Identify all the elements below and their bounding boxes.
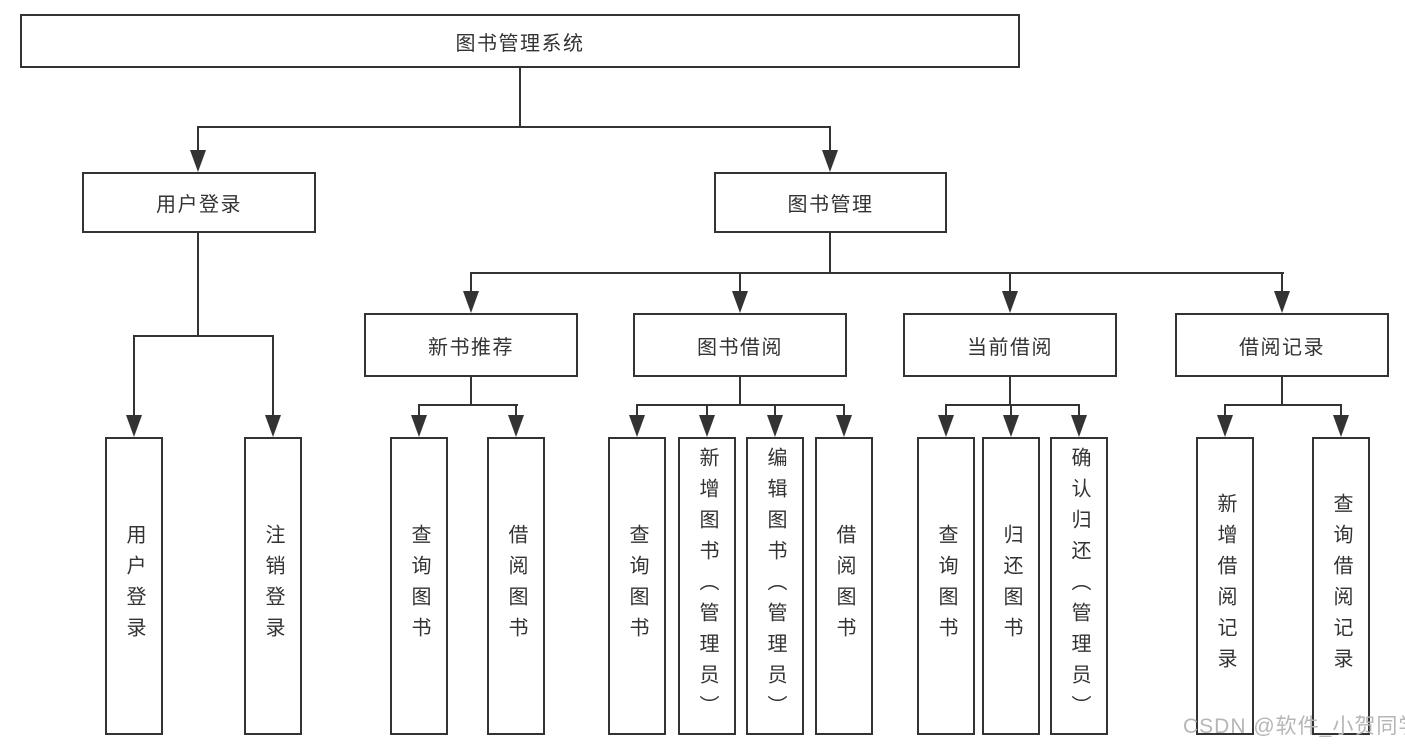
arrow-down-icon bbox=[463, 291, 479, 313]
arrow-down-icon bbox=[836, 415, 852, 437]
node-label: 图书管理系统 bbox=[455, 32, 585, 55]
node-label: 查询图书 bbox=[408, 524, 430, 648]
connector-line bbox=[515, 404, 517, 417]
node-current-borrowing: 当前借阅 bbox=[903, 313, 1117, 377]
arrow-down-icon bbox=[508, 415, 524, 437]
arrow-down-icon bbox=[767, 415, 783, 437]
connector-line bbox=[197, 126, 831, 128]
connector-line bbox=[829, 231, 831, 274]
node-label: 图书借阅 bbox=[697, 336, 783, 359]
node-label: 注销登录 bbox=[262, 524, 284, 648]
node-label: 用户登录 bbox=[156, 194, 242, 216]
connector-line bbox=[1281, 272, 1283, 292]
connector-line bbox=[739, 272, 741, 292]
arrow-down-icon bbox=[822, 150, 838, 172]
arrow-down-icon bbox=[1274, 291, 1290, 313]
arrow-down-icon bbox=[1071, 415, 1087, 437]
node-library-management-system: 图书管理系统 bbox=[20, 14, 1020, 68]
connector-line bbox=[636, 404, 845, 406]
connector-line bbox=[829, 126, 831, 152]
leaf-query-books: 查询图书 bbox=[390, 437, 448, 735]
connector-line bbox=[1078, 404, 1080, 417]
arrow-down-icon bbox=[1002, 291, 1018, 313]
connector-line bbox=[1224, 404, 1342, 406]
connector-line bbox=[133, 335, 274, 337]
node-label: 查询图书 bbox=[626, 524, 648, 648]
connector-line bbox=[470, 272, 472, 292]
leaf-logout: 注销登录 bbox=[244, 437, 302, 735]
connector-line bbox=[1009, 272, 1011, 292]
connector-line bbox=[470, 272, 1284, 274]
leaf-query-books: 查询图书 bbox=[608, 437, 666, 735]
connector-line bbox=[739, 375, 741, 406]
node-book-borrowing: 图书借阅 bbox=[633, 313, 847, 377]
connector-line bbox=[133, 335, 135, 417]
arrow-down-icon bbox=[732, 291, 748, 313]
arrow-down-icon bbox=[1217, 415, 1233, 437]
node-label: 借阅图书 bbox=[505, 524, 527, 648]
connector-line bbox=[945, 404, 947, 417]
node-label: 新书推荐 bbox=[428, 336, 514, 359]
node-label: 当前借阅 bbox=[967, 336, 1053, 359]
connector-line bbox=[706, 404, 708, 417]
arrow-down-icon bbox=[190, 150, 206, 172]
arrow-down-icon bbox=[1003, 415, 1019, 437]
node-borrowing-records: 借阅记录 bbox=[1175, 313, 1389, 377]
leaf-confirm-return-admin: 确认归还（管理员） bbox=[1050, 437, 1108, 735]
arrow-down-icon bbox=[699, 415, 715, 437]
connector-line bbox=[470, 375, 472, 406]
connector-line bbox=[418, 404, 420, 417]
node-label: 新增借阅记录 bbox=[1214, 493, 1236, 679]
connector-line bbox=[197, 126, 199, 152]
connector-line bbox=[1281, 375, 1283, 406]
arrow-down-icon bbox=[265, 415, 281, 437]
arrow-down-icon bbox=[629, 415, 645, 437]
node-label: 编辑图书（管理员） bbox=[764, 446, 786, 726]
leaf-edit-book-admin: 编辑图书（管理员） bbox=[746, 437, 804, 735]
node-label: 新增图书（管理员） bbox=[696, 446, 718, 726]
connector-line bbox=[636, 404, 638, 417]
connector-line bbox=[843, 404, 845, 417]
connector-line bbox=[774, 404, 776, 417]
leaf-query-books: 查询图书 bbox=[917, 437, 975, 735]
node-user-login-branch: 用户登录 bbox=[82, 172, 316, 233]
connector-line bbox=[272, 335, 274, 417]
node-book-management: 图书管理 bbox=[714, 172, 947, 233]
node-new-book-recommendation: 新书推荐 bbox=[364, 313, 578, 377]
leaf-user-login: 用户登录 bbox=[105, 437, 163, 735]
connector-line bbox=[519, 66, 521, 128]
csdn-watermark: CSDN @软件_小贺同学 bbox=[1183, 715, 1405, 738]
arrow-down-icon bbox=[1333, 415, 1349, 437]
node-label: 归还图书 bbox=[1000, 524, 1022, 648]
connector-line bbox=[945, 404, 1080, 406]
leaf-return-books: 归还图书 bbox=[982, 437, 1040, 735]
connector-line bbox=[197, 231, 199, 337]
leaf-query-borrow-record: 查询借阅记录 bbox=[1312, 437, 1370, 735]
node-label: 用户登录 bbox=[123, 524, 145, 648]
node-label: 确认归还（管理员） bbox=[1068, 446, 1090, 726]
connector-line bbox=[1010, 404, 1012, 417]
node-label: 查询借阅记录 bbox=[1330, 493, 1352, 679]
arrow-down-icon bbox=[938, 415, 954, 437]
leaf-borrow-books: 借阅图书 bbox=[487, 437, 545, 735]
leaf-borrow-books: 借阅图书 bbox=[815, 437, 873, 735]
connector-line bbox=[1224, 404, 1226, 417]
connector-line bbox=[418, 404, 518, 406]
node-label: 借阅记录 bbox=[1239, 336, 1325, 359]
leaf-add-book-admin: 新增图书（管理员） bbox=[678, 437, 736, 735]
node-label: 图书管理 bbox=[787, 194, 874, 216]
arrow-down-icon bbox=[126, 415, 142, 437]
node-label: 借阅图书 bbox=[833, 524, 855, 648]
node-label: 查询图书 bbox=[935, 524, 957, 648]
connector-line bbox=[1009, 375, 1011, 406]
arrow-down-icon bbox=[411, 415, 427, 437]
leaf-add-borrow-record: 新增借阅记录 bbox=[1196, 437, 1254, 735]
connector-line bbox=[1340, 404, 1342, 417]
